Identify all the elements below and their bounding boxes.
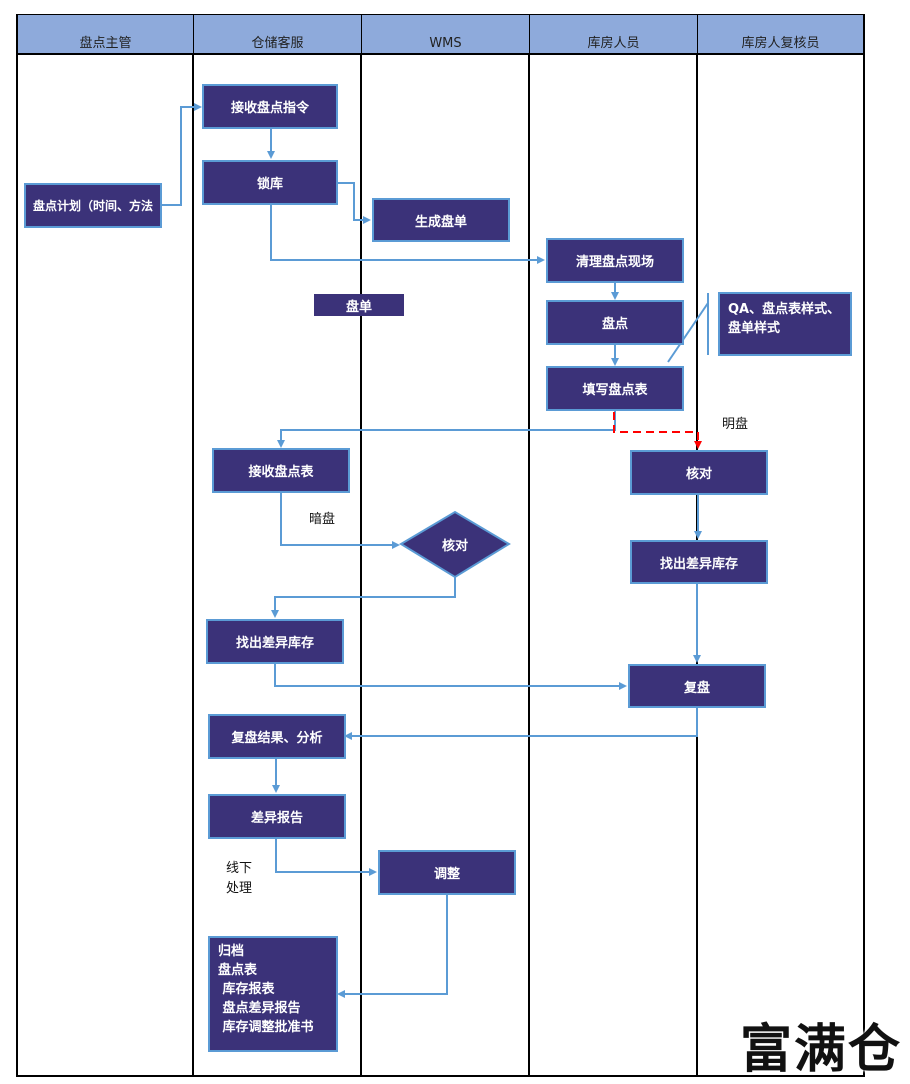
node-qa-note[interactable]: QA、盘点表样式、盘单样式	[718, 292, 852, 356]
node-adjust[interactable]: 调整	[378, 850, 516, 895]
node-find-diff-reviewer[interactable]: 找出差异库存	[630, 540, 768, 584]
qa-note-text: QA、盘点表样式、盘单样式	[728, 302, 841, 336]
node-clean-site[interactable]: 清理盘点现场	[546, 238, 684, 283]
archive-line: 库存调整批准书	[218, 1020, 314, 1035]
annotation-blind-count: 暗盘	[309, 512, 336, 527]
archive-line: 库存报表	[218, 982, 275, 997]
archive-line: 盘点差异报告	[218, 1001, 301, 1016]
annotation-open-count: 明盘	[722, 417, 749, 432]
archive-line: 归档	[218, 944, 245, 959]
node-find-diff-cs[interactable]: 找出差异库存	[206, 619, 344, 664]
watermark-logo: 富满仓	[739, 1019, 902, 1080]
node-verify[interactable]: 核对	[630, 450, 768, 495]
archive-line: 盘点表	[218, 963, 258, 978]
node-archive[interactable]: 归档 盘点表 库存报表 盘点差异报告 库存调整批准书	[208, 936, 338, 1052]
node-receive-form[interactable]: 接收盘点表	[212, 448, 350, 493]
node-diff-report[interactable]: 差异报告	[208, 794, 346, 839]
node-generate-sheet[interactable]: 生成盘单	[372, 198, 510, 242]
decision-diamond	[399, 510, 511, 579]
decision-verify-label[interactable]: 核对	[441, 539, 468, 554]
lane-header-reviewer: 库房人复核员	[698, 15, 863, 53]
lane-header-warehouse-staff: 库房人员	[530, 15, 697, 53]
node-count[interactable]: 盘点	[546, 300, 684, 345]
lane-header-customer-service: 仓储客服	[194, 15, 361, 53]
node-lock-warehouse[interactable]: 锁库	[202, 160, 338, 205]
node-sheet-document[interactable]: 盘单	[314, 294, 404, 316]
node-receive-instruction[interactable]: 接收盘点指令	[202, 84, 338, 129]
lane-header-wms: WMS	[362, 15, 529, 53]
node-fill-form[interactable]: 填写盘点表	[546, 366, 684, 411]
annotation-offline-1: 线下	[226, 861, 253, 876]
node-recount-result[interactable]: 复盘结果、分析	[208, 714, 346, 759]
node-count-plan[interactable]: 盘点计划（时间、方法	[24, 183, 162, 228]
annotation-offline-2: 处理	[226, 881, 253, 896]
node-recount[interactable]: 复盘	[628, 664, 766, 708]
lane-header-supervisor: 盘点主管	[18, 15, 193, 53]
